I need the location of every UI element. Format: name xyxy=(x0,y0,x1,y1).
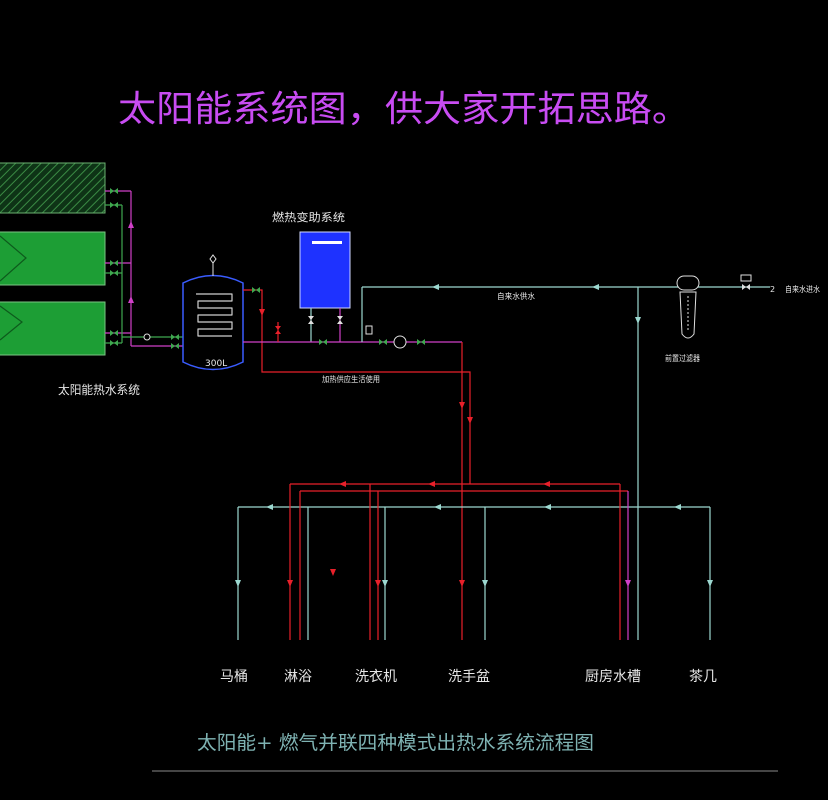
solar-system-label: 太阳能热水系统 xyxy=(58,382,140,397)
gas-boiler: 燃热变助系统 xyxy=(272,210,351,342)
tank-hot-outlet-pipe xyxy=(243,289,471,484)
valve-icon xyxy=(275,326,281,334)
flow-arrow-down-icon xyxy=(235,580,241,587)
flow-arrow-left-icon xyxy=(592,284,599,290)
hot-water-header: 加热供应生活使用 xyxy=(243,287,473,640)
flow-arrow-left-icon xyxy=(674,504,681,510)
flow-arrow-down-icon xyxy=(635,317,641,324)
flow-arrow-left-icon xyxy=(544,504,551,510)
valve-icon xyxy=(171,343,179,349)
fixture-label-wash-basin: 洗手盆 xyxy=(448,669,490,685)
flow-arrow-down-icon xyxy=(707,580,713,587)
solar-loop-pipes xyxy=(105,188,183,349)
flow-arrow-down-icon xyxy=(382,580,388,587)
tank-body xyxy=(182,274,244,371)
flow-arrow-up-icon xyxy=(128,296,134,303)
flow-arrow-left-icon xyxy=(339,481,346,487)
valve-icon xyxy=(110,330,118,336)
flow-arrow-left-icon xyxy=(434,504,441,510)
valve-icon xyxy=(110,260,118,266)
heated-supply-label: 加热供应生活使用 xyxy=(322,374,380,384)
flow-arrow-down-icon xyxy=(287,580,293,587)
valve-icon xyxy=(110,340,118,346)
valve-icon xyxy=(379,339,387,345)
gas-aux-system-label: 燃热变助系统 xyxy=(272,210,345,224)
page-title: 太阳能系统图，供大家开拓思路。 xyxy=(118,89,690,130)
flow-arrow-down-icon xyxy=(375,580,381,587)
fixture-label-toilet: 马桶 xyxy=(220,669,248,685)
valve-icon xyxy=(417,339,425,345)
valve-icon xyxy=(171,334,179,340)
thermometer-icon xyxy=(209,254,217,264)
panel-reflection-line xyxy=(0,305,23,341)
cold-check-valve xyxy=(365,325,373,335)
valve-icon xyxy=(308,316,314,324)
boiler-display-bar xyxy=(312,241,342,244)
filter-cap xyxy=(676,275,700,291)
circulation-pump-icon xyxy=(393,335,407,349)
flow-arrow-down-icon xyxy=(259,309,265,316)
heat-exchanger-coil xyxy=(196,293,233,337)
cold-water-main: 自来水供水 前置过滤器 2 自来水进水 xyxy=(361,274,820,640)
tank-volume-label: 300L xyxy=(205,359,227,369)
flow-arrow-left-icon xyxy=(428,481,435,487)
valve-icon xyxy=(110,270,118,276)
valve-icon xyxy=(110,188,118,194)
storage-tank: 300L xyxy=(182,254,244,371)
solar-panel xyxy=(0,162,106,214)
fixture-label-tea-table: 茶几 xyxy=(689,669,717,685)
panel-reflection-line xyxy=(0,235,27,282)
flow-arrow-down-icon xyxy=(459,580,465,587)
solar-panel xyxy=(0,301,106,356)
valve-icon xyxy=(337,316,343,324)
flow-arrow-left-icon xyxy=(543,481,550,487)
flow-arrow-down-icon xyxy=(467,417,473,424)
inlet-valve-icon xyxy=(742,284,750,290)
solar-collector-array xyxy=(0,162,106,356)
fixture-label-kitchen-sink: 厨房水槽 xyxy=(585,669,641,685)
solar-panel xyxy=(0,231,106,286)
tap-supply-label: 自来水供水 xyxy=(497,291,535,301)
flow-arrow-down-icon xyxy=(625,580,631,587)
valve-icon xyxy=(110,202,118,208)
flow-arrow-down-icon xyxy=(482,580,488,587)
flow-arrow-down-icon xyxy=(459,402,465,409)
fixture-label-shower: 淋浴 xyxy=(284,669,312,685)
distribution-network xyxy=(235,481,713,640)
fixture-label-washing-machine: 洗衣机 xyxy=(355,669,397,685)
boiler-body xyxy=(299,231,351,309)
inlet-valve-handle xyxy=(740,274,752,282)
check-valve-icon xyxy=(143,333,151,341)
tap-inlet-label: 自来水进水 xyxy=(785,284,820,294)
pre-filter-label: 前置过滤器 xyxy=(665,353,700,363)
flow-arrow-left-icon xyxy=(266,504,273,510)
flow-arrow-left-icon xyxy=(432,284,439,290)
flow-arrow-up-icon xyxy=(128,221,134,228)
flow-arrow-down-icon xyxy=(330,569,336,576)
inlet-number-label: 2 xyxy=(770,285,775,294)
valve-icon xyxy=(319,339,327,345)
diagram-caption: 太阳能+ 燃气并联四种模式出热水系统流程图 xyxy=(197,732,594,754)
filter-housing xyxy=(679,291,697,339)
fixture-labels: 马桶 淋浴 洗衣机 洗手盆 厨房水槽 茶几 xyxy=(220,669,717,685)
valve-icon xyxy=(252,287,260,293)
